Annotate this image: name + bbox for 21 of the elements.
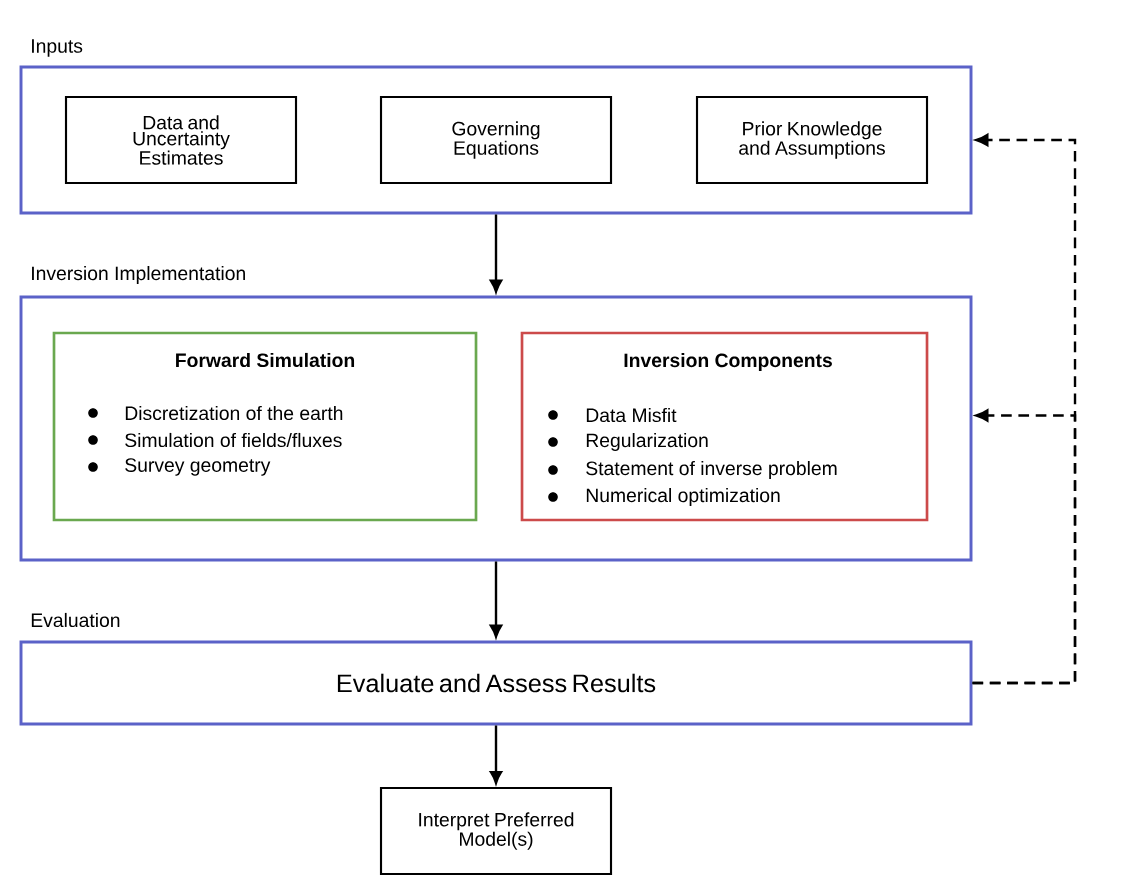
bullet-item: Statement of inverse problem [548,461,837,479]
group-heading: Inversion Implementation [32,266,245,284]
arrow [489,561,503,638]
bullet-item: Simulation of fields/fluxes [88,432,342,448]
bullet-item: Regularization [548,433,708,451]
arrow [489,214,503,293]
bullet-item: Survey geometry [88,458,271,476]
group-heading: Inputs [32,39,83,57]
group-heading: Evaluation [31,612,120,628]
process-box: Prior Knowledge and Assumptions [695,95,929,185]
feedback-arrow [972,409,1077,685]
box-heading: Forward Simulation [176,352,355,368]
process-box: Governing Equations [379,95,613,185]
bullet-item: Data Misfit [548,407,677,423]
bullet-item: Discretization of the earth [88,405,343,421]
process-box: Data and Uncertainty Estimates [64,95,298,185]
arrow [489,725,503,785]
process-box: Interpret Preferred Model(s) [379,786,613,876]
group-box: Evaluate and Assess Results [19,640,973,726]
bullet-item: Numerical optimization [548,488,780,506]
box-heading: Inversion Components [624,353,832,371]
